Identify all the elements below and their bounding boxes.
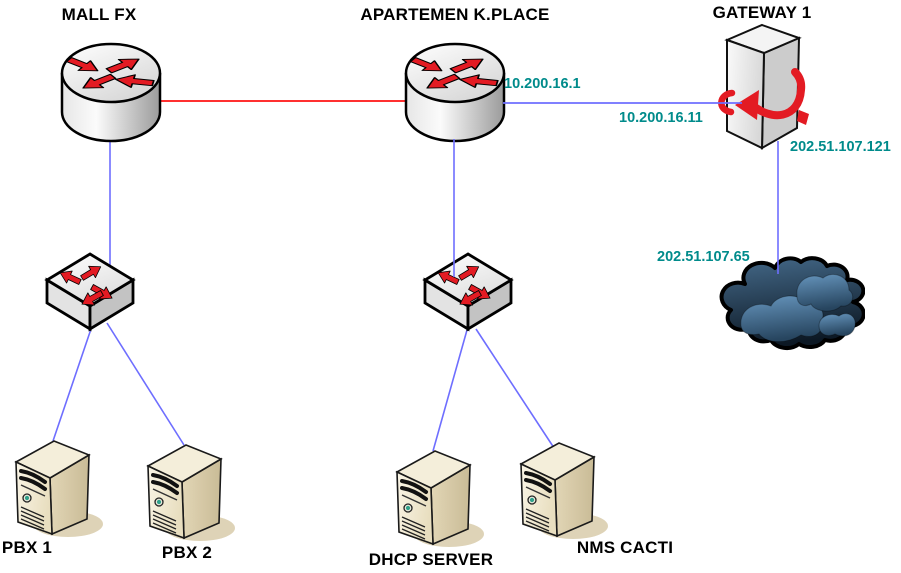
link-switch-nms [475, 328, 557, 452]
ip-label-gw-lan: 10.200.16.11 [619, 110, 703, 126]
node-label-pbx2: PBX 2 [161, 543, 213, 562]
link-switch-dhcp [432, 329, 468, 452]
node-label-mall-fx: MALL FX [61, 5, 137, 24]
node-label-gateway1: GATEWAY 1 [712, 3, 812, 22]
link-switch-pbx1 [52, 328, 92, 442]
node-label-dhcp: DHCP SERVER [368, 550, 494, 569]
ip-label-apt-wan: 10.200.16.1 [504, 76, 581, 92]
node-label-apartemen: APARTEMEN K.PLACE [360, 5, 550, 24]
ip-label-isp-peer: 202.51.107.65 [657, 249, 750, 265]
ip-label-gw-wan: 202.51.107.121 [790, 139, 891, 155]
node-label-pbx1: PBX 1 [1, 538, 53, 557]
link-switch-pbx2 [106, 322, 185, 446]
node-label-nms: NMS CACTI [576, 538, 674, 557]
